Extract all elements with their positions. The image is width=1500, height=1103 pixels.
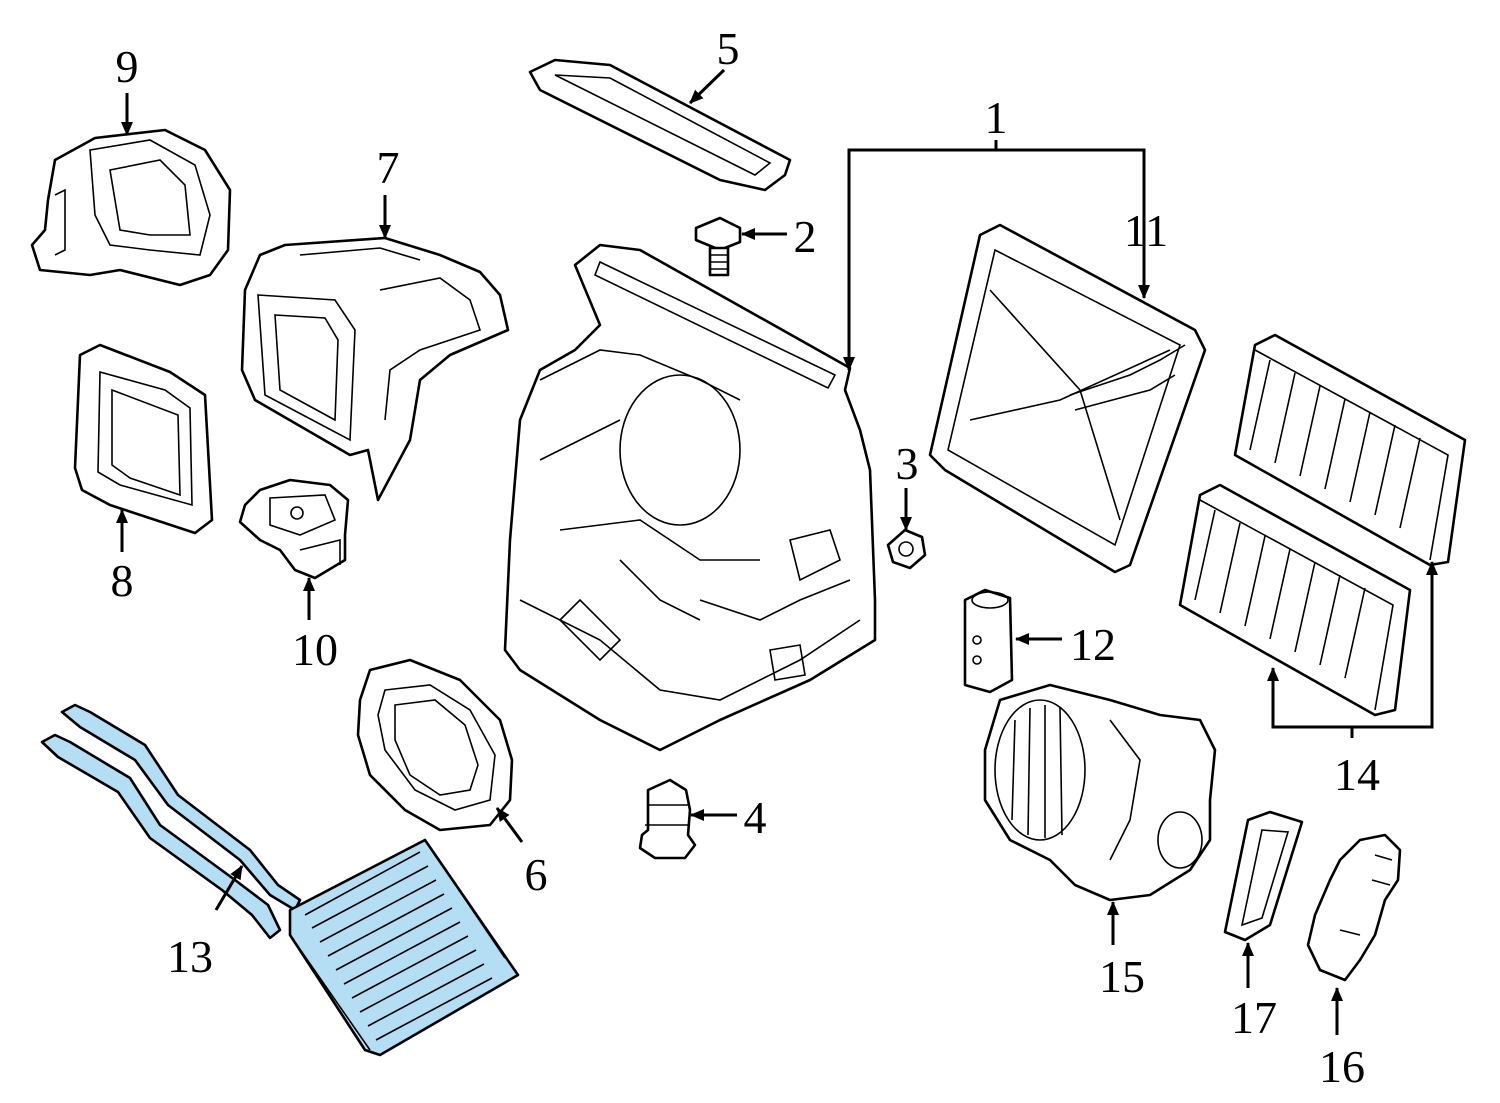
callout-4[interactable]: 4 [744,792,767,843]
part-2-bolt[interactable] [694,216,742,277]
callout-9[interactable]: 9 [116,41,139,92]
callout-16[interactable]: 16 [1319,1041,1365,1092]
part-11-evaporator[interactable] [928,223,1207,574]
part-5-filter-frame[interactable] [528,58,792,192]
callout-10[interactable]: 10 [292,624,338,675]
leader-lines [116,68,1438,1035]
callout-5[interactable]: 5 [717,23,740,74]
part-15-blower-motor[interactable] [983,683,1217,902]
callout-8[interactable]: 8 [111,555,134,606]
part-13-heater-core[interactable] [40,703,520,1057]
part-17-filter-element[interactable] [1223,810,1304,942]
callout-12[interactable]: 12 [1070,619,1116,670]
part-10-actuator[interactable] [238,478,350,580]
part-16-mode-actuator[interactable] [1306,833,1402,982]
callout-labels: 9 5 7 1 2 11 3 8 10 12 14 4 6 13 15 17 1… [111,23,1381,1092]
callout-11[interactable]: 11 [1124,205,1168,256]
callout-15[interactable]: 15 [1099,951,1145,1002]
callout-3[interactable]: 3 [896,438,919,489]
callout-14[interactable]: 14 [1334,749,1380,800]
callout-13[interactable]: 13 [167,931,213,982]
part-9-duct[interactable] [30,128,232,287]
callout-2[interactable]: 2 [794,211,817,262]
part-7-blower-housing[interactable] [240,236,510,502]
callout-6[interactable]: 6 [525,849,548,900]
part-12-expansion-valve[interactable] [963,588,1014,694]
part-14-filter-upper[interactable] [1233,333,1467,567]
callout-17[interactable]: 17 [1231,992,1277,1043]
callout-1[interactable]: 1 [985,92,1008,143]
part-4-grommet[interactable] [638,778,697,860]
part-6-blower-ring[interactable] [356,658,514,832]
part-1-hvac-case[interactable] [503,243,877,752]
part-3-nut[interactable] [886,528,927,570]
callout-7[interactable]: 7 [377,142,400,193]
part-14-filter-lower[interactable] [1178,483,1412,717]
part-8-seal-frame[interactable] [73,343,214,535]
